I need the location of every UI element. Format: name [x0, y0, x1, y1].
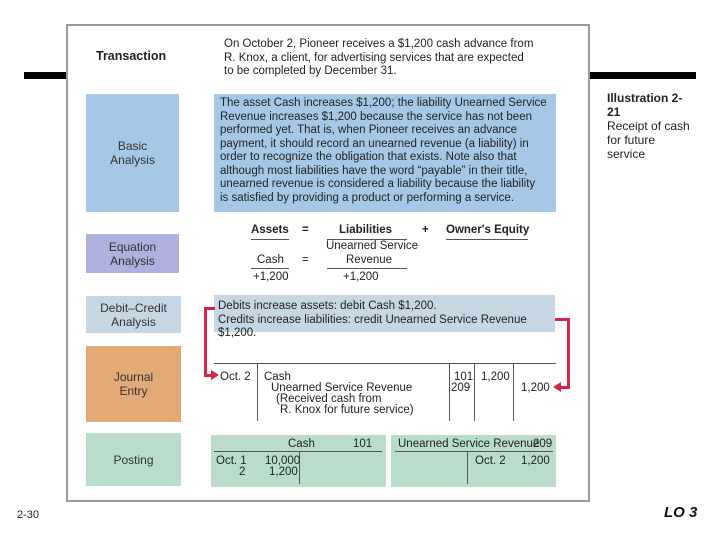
top-rule-right	[590, 72, 696, 79]
equation-cash: Cash	[257, 254, 284, 266]
red-arrow-left-vertical	[204, 307, 207, 377]
red-arrow-right-head	[553, 382, 561, 392]
transaction-label: Transaction	[96, 49, 167, 63]
equation-unearned-line2: Revenue	[346, 254, 393, 266]
assets-underline	[251, 239, 289, 240]
journal-col-debit	[474, 363, 475, 421]
illustration-caption: Illustration 2- 21 Receipt of cash for f…	[607, 91, 707, 161]
equation-liabilities-heading: Liabilities	[339, 224, 393, 236]
red-arrow-right-horizontal-top	[555, 318, 570, 321]
journal-col-date	[257, 363, 258, 421]
journal-entry-label: Journal Entry	[86, 346, 181, 422]
equation-analysis-label: Equation Analysis	[86, 234, 179, 273]
journal-top-rule	[214, 363, 556, 364]
journal-ref-101: 101	[454, 371, 474, 383]
posting-label: Posting	[86, 433, 181, 486]
posting-unearned-title: Unearned Service Revenue	[398, 438, 540, 450]
basic-analysis-box: The asset Cash increases $1,200; the lia…	[214, 94, 556, 212]
top-rule-left	[24, 72, 68, 79]
posting-unearned-t-vertical	[467, 451, 468, 484]
equation-unearned-amount: +1,200	[343, 271, 379, 283]
posting-cash-amount-2: 1,200	[269, 466, 298, 478]
journal-account-cash: Cash	[264, 371, 291, 383]
red-arrow-right-horizontal-bottom	[560, 386, 570, 389]
basic-analysis-label: Basic Analysis	[86, 94, 179, 212]
equation-assets-heading: Assets	[251, 224, 289, 236]
journal-credit-amount: 1,200	[521, 382, 550, 394]
cash-underline	[251, 268, 289, 269]
illustration-caption-line-2: for future	[607, 133, 656, 147]
equation-plus: +	[422, 224, 429, 236]
journal-date: Oct. 2	[220, 371, 251, 383]
transaction-text: On October 2, Pioneer receives a $1,200 …	[224, 38, 534, 77]
journal-ref-209: 209	[451, 382, 471, 394]
red-arrow-right-vertical	[567, 318, 570, 389]
posting-unearned-t-horizontal	[395, 451, 553, 452]
posting-cash-account	[211, 435, 386, 487]
debit-credit-box: Debits increase assets: debit Cash $1,20…	[214, 295, 555, 339]
posting-cash-number: 101	[353, 438, 373, 450]
posting-cash-date-1: Oct. 1	[216, 455, 247, 467]
illustration-number: 21	[607, 105, 621, 119]
learning-objective: LO 3	[664, 504, 698, 521]
posting-cash-t-vertical	[299, 451, 300, 484]
journal-debit-amount: 1,200	[481, 371, 510, 383]
equation-equals-1: =	[302, 224, 309, 236]
posting-cash-t-horizontal	[214, 451, 382, 452]
posting-unearned-date: Oct. 2	[475, 455, 506, 467]
debit-credit-label: Debit–Credit Analysis	[86, 296, 181, 333]
equation-equals-2: =	[302, 254, 309, 266]
red-arrow-left-horizontal-top	[204, 307, 215, 310]
posting-cash-title: Cash	[288, 438, 315, 450]
posting-unearned-amount: 1,200	[521, 455, 550, 467]
journal-col-ref	[449, 363, 450, 421]
unearned-underline	[327, 268, 407, 269]
equation-owners-equity-heading: Owner's Equity	[446, 224, 530, 236]
journal-account-unearned: Unearned Service Revenue	[271, 382, 413, 394]
equation-cash-amount: +1,200	[253, 271, 289, 283]
illustration-title: Illustration 2-	[607, 91, 683, 105]
liabilities-underline	[327, 239, 407, 240]
journal-col-credit	[513, 363, 514, 421]
owners-equity-underline	[446, 239, 528, 240]
journal-explanation-1: (Received cash from	[276, 393, 382, 405]
posting-cash-date-2: 2	[239, 466, 246, 478]
illustration-caption-line-3: service	[607, 147, 646, 161]
illustration-caption-line-1: Receipt of cash	[607, 119, 690, 133]
red-arrow-left-horizontal-bottom	[204, 374, 212, 377]
journal-explanation-2: R. Knox for future service)	[280, 404, 414, 416]
posting-unearned-account	[391, 435, 556, 487]
red-arrow-left-head	[211, 370, 219, 380]
slide-number: 2-30	[17, 509, 40, 521]
posting-unearned-number: 209	[533, 438, 553, 450]
equation-unearned-line1: Unearned Service	[326, 240, 419, 252]
posting-cash-amount-1: 10,000	[265, 455, 301, 467]
